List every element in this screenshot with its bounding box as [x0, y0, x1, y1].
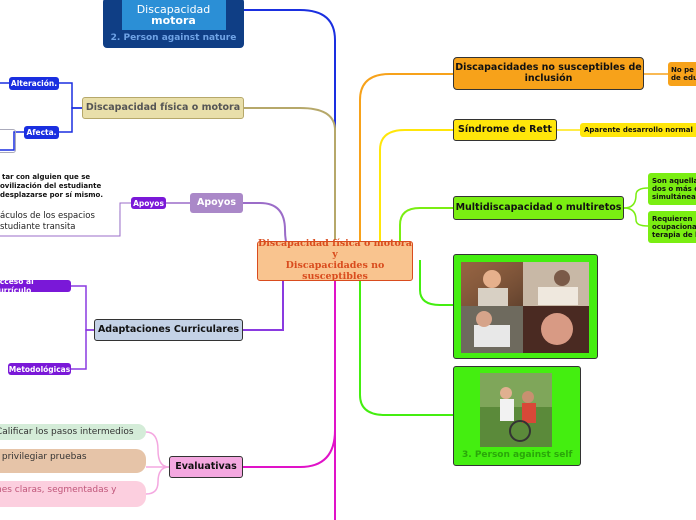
alteracion-label: Alteración.: [10, 79, 58, 88]
no-susceptibles-node[interactable]: Discapacidades no susceptibles de inclus…: [453, 57, 644, 90]
multi-label: Multidiscapacidad o multiretos: [455, 201, 622, 213]
alteracion-tag[interactable]: Alteración.: [9, 77, 59, 90]
person-against-self-caption: 3. Person against self: [462, 450, 573, 460]
no-susceptibles-line-2: inclusión: [524, 72, 573, 84]
apoyos-node[interactable]: Apoyos: [190, 193, 243, 213]
no-susc-note-line-2: de edu: [671, 74, 696, 82]
multi-note-2-line-3: terapia de l: [652, 231, 696, 240]
person-against-self-node[interactable]: 3. Person against self: [453, 366, 581, 466]
multi-note-2-line-2: ocupaciona: [652, 222, 696, 231]
multidiscapacidad-node[interactable]: Multidiscapacidad o multiretos: [453, 196, 624, 220]
central-line-1: Discapacidad física o motora y: [258, 238, 412, 261]
multi-note-2[interactable]: Requieren ocupaciona terapia de l: [648, 211, 696, 243]
no-susceptibles-line-1: Discapacidades no susceptibles de: [455, 61, 642, 73]
logo-line-1: Discapacidad: [136, 3, 211, 16]
photo-collage-node[interactable]: [453, 254, 598, 359]
eval-pill-1-label: Calificar los pasos intermedios: [0, 427, 134, 437]
multi-note-1-line-2: dos o más d: [652, 184, 696, 193]
no-susceptibles-note[interactable]: No pe de edu: [668, 62, 696, 86]
espacios-line-2: studiante transita: [0, 222, 76, 233]
metodologicas-label: Metodológicas: [8, 364, 71, 374]
rett-label: Síndrome de Rett: [458, 123, 552, 135]
central-topic[interactable]: Discapacidad física o motora y Discapaci…: [257, 238, 413, 282]
card-caption: 2. Person against nature: [110, 33, 237, 43]
apoyos-note-line-1: tar con alguien que se: [2, 173, 91, 181]
metodologicas-tag[interactable]: Metodológicas: [8, 363, 71, 375]
acceso-label: Acceso al currículo: [0, 277, 34, 295]
afecta-child-box[interactable]: [0, 129, 16, 153]
apoyos-tag-label: Apoyos: [133, 198, 164, 208]
apoyos-label: Apoyos: [196, 196, 237, 208]
logo-box: Discapacidad motora: [121, 0, 226, 30]
fisica-motora-label: Discapacidad física o motora: [85, 101, 241, 113]
multi-note-1-line-3: simultánea: [652, 193, 696, 202]
person-against-self-image: [480, 373, 552, 447]
afecta-tag[interactable]: Afecta.: [24, 126, 59, 139]
evaluativas-node[interactable]: Evaluativas: [169, 456, 243, 478]
person-against-nature-card[interactable]: Discapacidad motora 2. Person against na…: [103, 0, 244, 48]
adaptaciones-curriculares-node[interactable]: Adaptaciones Curriculares: [94, 319, 243, 341]
evaluativas-label: Evaluativas: [175, 460, 237, 472]
eval-pill-3[interactable]: nes claras, segmentadas y: [0, 481, 146, 507]
central-line-2: Discapacidades no susceptibles: [285, 260, 385, 282]
eval-pill-1[interactable]: Calificar los pasos intermedios: [0, 424, 146, 440]
apoyos-note: tar con alguien que se ovilización del e…: [0, 173, 128, 199]
adaptaciones-label: Adaptaciones Curriculares: [97, 323, 240, 335]
eval-pill-3-label: nes claras, segmentadas y: [0, 485, 117, 495]
rett-note[interactable]: Aparente desarrollo normal: [580, 123, 696, 137]
afecta-label: Afecta.: [26, 128, 57, 137]
multi-note-1-line-1: Son aquella: [652, 176, 696, 185]
espacios-line-1: áculos de los espacios: [0, 211, 95, 221]
multi-note-2-line-1: Requieren: [652, 214, 693, 223]
multi-note-1[interactable]: Son aquella dos o más d simultánea: [648, 173, 696, 205]
eval-pill-2[interactable]: ; privilegiar pruebas: [0, 449, 146, 473]
eval-pill-2-label: ; privilegiar pruebas: [0, 452, 87, 462]
apoyos-note-line-2: ovilización del estudiante: [0, 181, 102, 190]
sindrome-rett-node[interactable]: Síndrome de Rett: [453, 119, 557, 141]
photo-collage-image: [461, 262, 589, 353]
espacios-note: áculos de los espacios studiante transit…: [0, 211, 120, 235]
apoyos-note-line-3: desplazarse por sí mismo.: [0, 190, 103, 199]
apoyos-tag[interactable]: Apoyos: [131, 197, 166, 209]
no-susc-note-line-1: No pe: [671, 65, 694, 74]
acceso-curriculo-tag[interactable]: Acceso al currículo: [0, 277, 71, 295]
logo-line-2: motora: [151, 14, 196, 27]
discapacidad-fisica-motora-node[interactable]: Discapacidad física o motora: [82, 97, 244, 119]
rett-note-label: Aparente desarrollo normal: [584, 125, 693, 134]
